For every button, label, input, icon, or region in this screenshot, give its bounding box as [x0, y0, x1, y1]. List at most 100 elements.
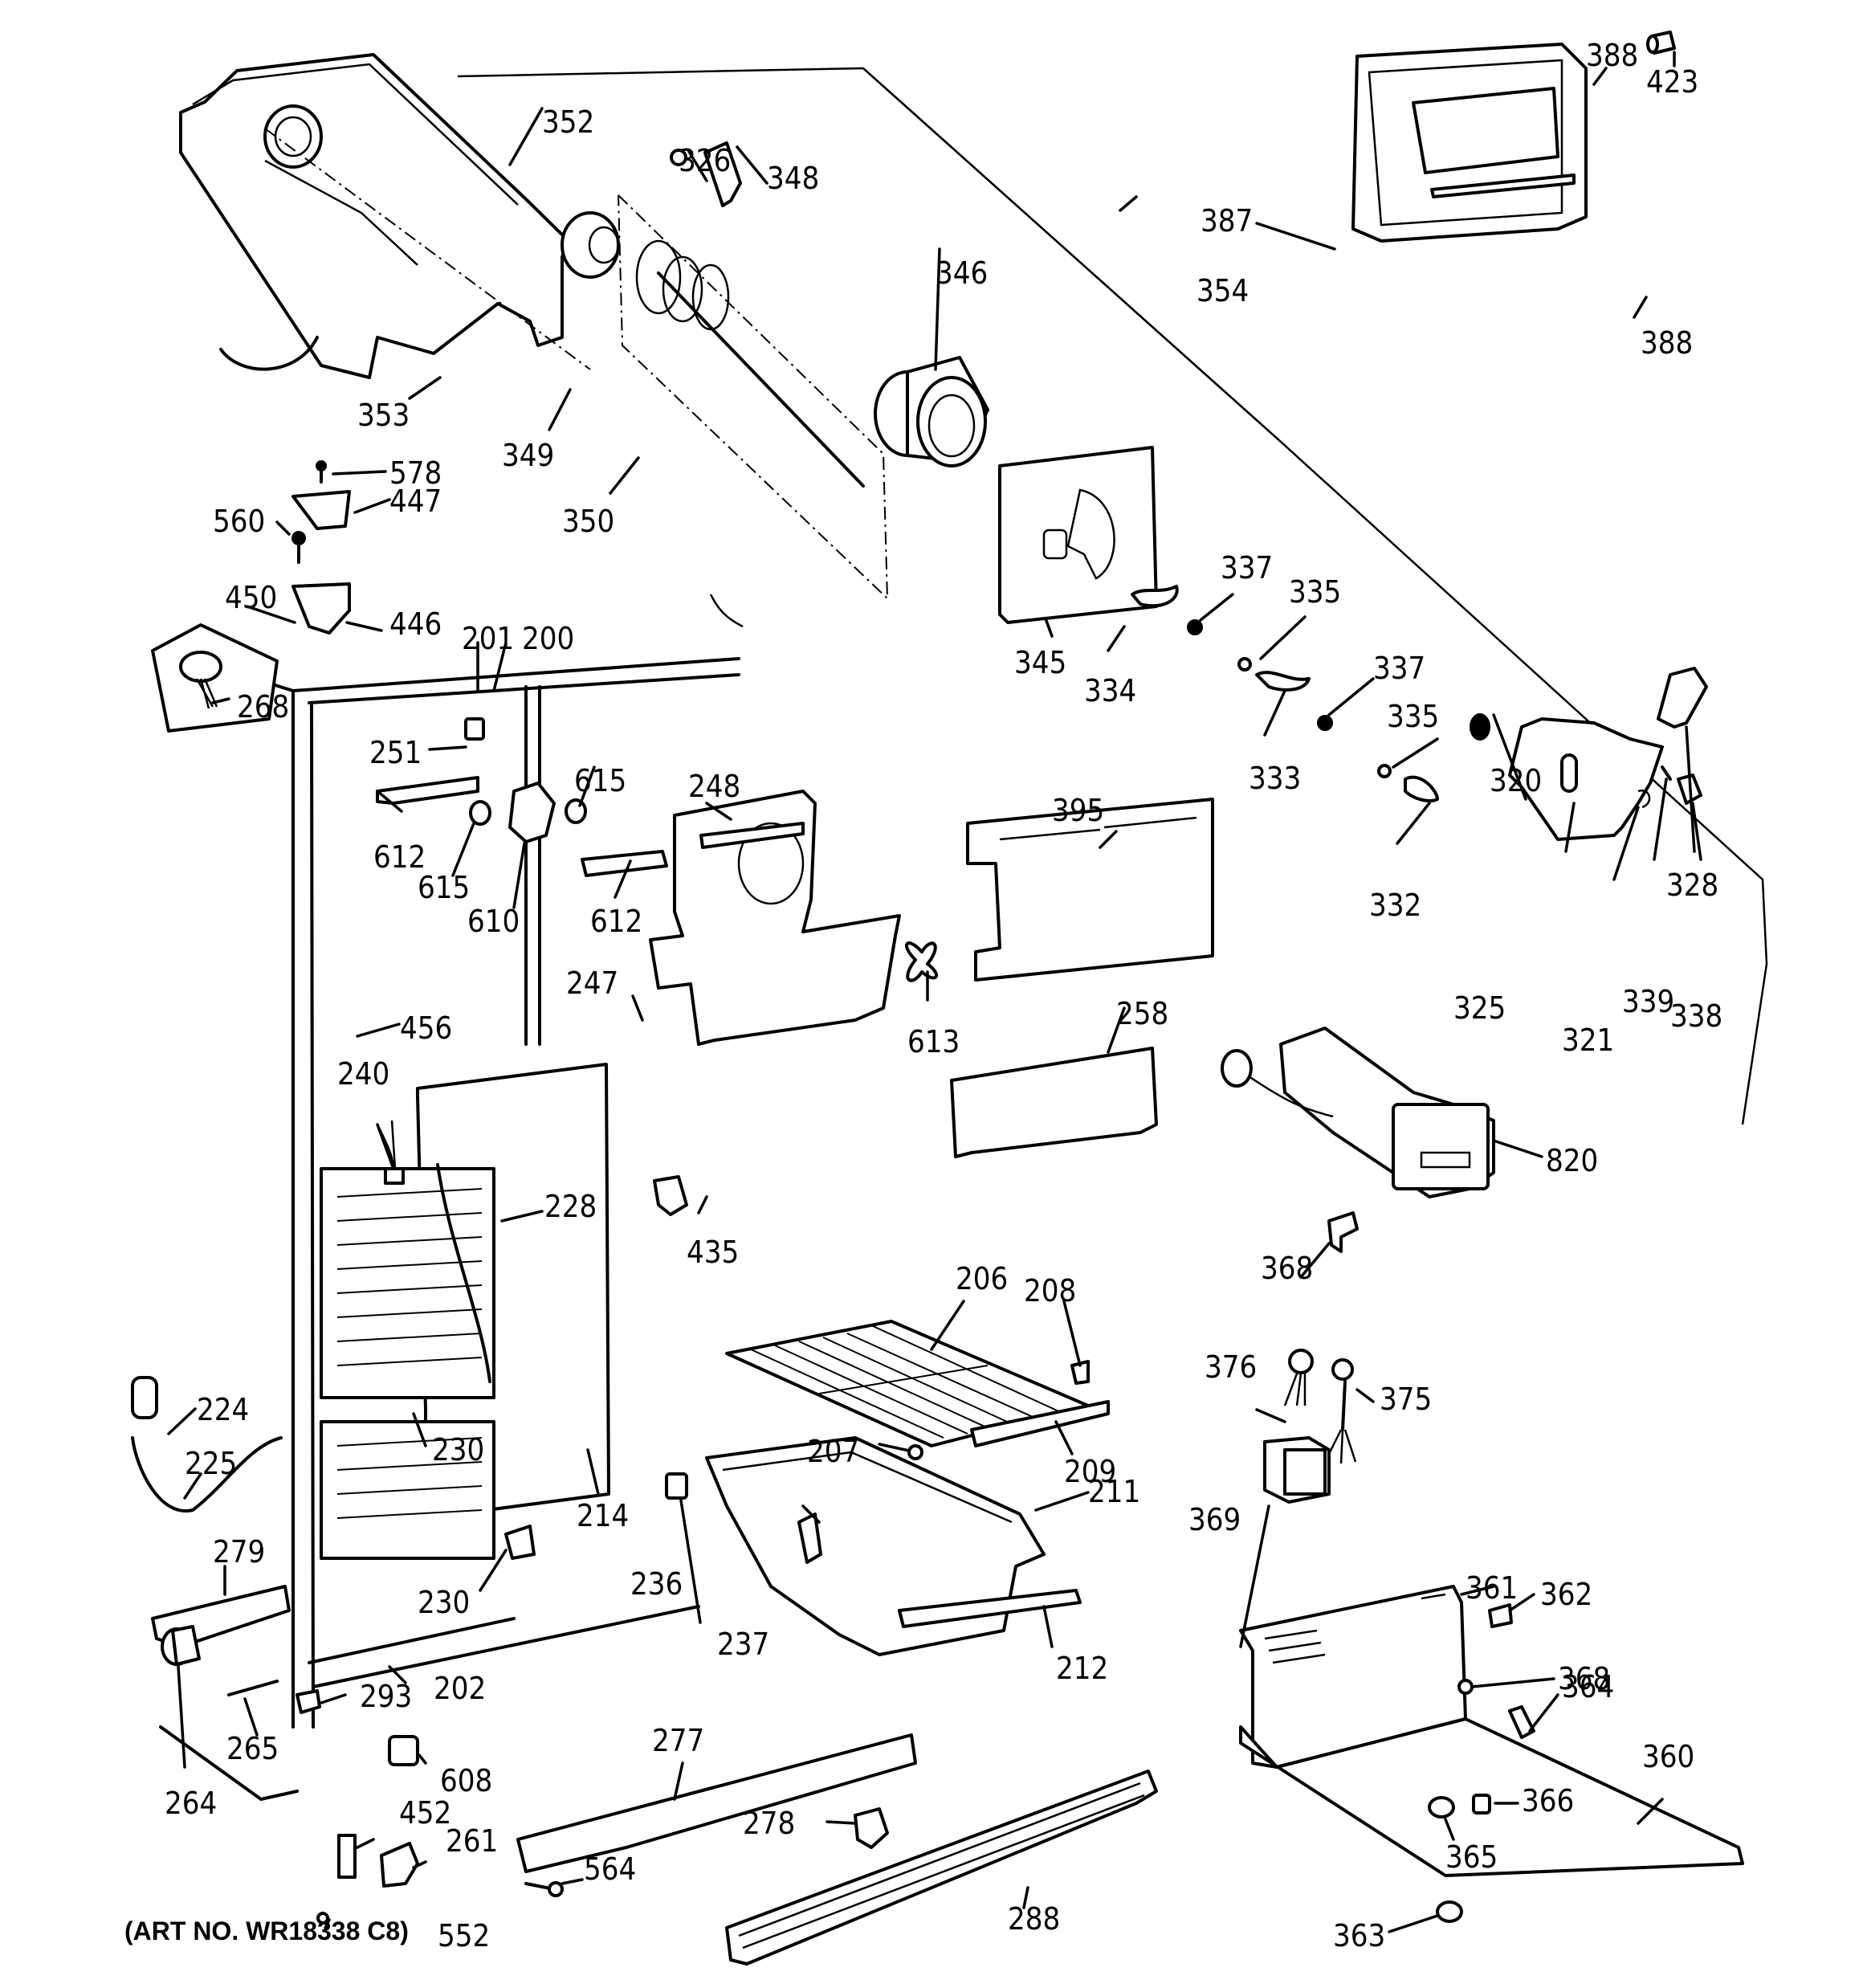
part-452-plate[interactable]: [337, 1834, 357, 1879]
callout-293[interactable]: 293: [360, 1679, 412, 1714]
callout-612-b[interactable]: 612: [590, 904, 642, 939]
callout-268[interactable]: 268: [237, 689, 289, 725]
callout-350[interactable]: 350: [562, 504, 614, 539]
part-211-bin[interactable]: [705, 1436, 1046, 1656]
part-352-ice-bucket[interactable]: [179, 53, 591, 379]
callout-452[interactable]: 452: [399, 1795, 451, 1831]
callout-288[interactable]: 288: [1008, 1901, 1060, 1937]
callout-388-b[interactable]: 388: [1641, 325, 1693, 361]
callout-337-b[interactable]: 337: [1373, 651, 1425, 686]
part-247-fan-shroud[interactable]: [649, 790, 901, 1046]
part-325-motor-housing[interactable]: [1508, 717, 1664, 841]
part-447-cover[interactable]: [291, 490, 351, 530]
callout-230-b[interactable]: 230: [418, 1585, 470, 1620]
callout-335-a[interactable]: 335: [1289, 574, 1341, 610]
callout-228[interactable]: 228: [544, 1189, 597, 1224]
part-350-auger[interactable]: [635, 239, 865, 488]
callout-200[interactable]: 200: [522, 621, 574, 656]
part-365-plug[interactable]: [1428, 1796, 1455, 1819]
callout-247[interactable]: 247: [566, 965, 618, 1001]
part-369-timer[interactable]: [1263, 1436, 1331, 1504]
callout-206[interactable]: 206: [956, 1261, 1008, 1296]
part-207-stud[interactable]: [907, 1444, 923, 1460]
part-334-arm[interactable]: [1131, 585, 1179, 608]
callout-610[interactable]: 610: [467, 904, 520, 939]
callout-224[interactable]: 224: [197, 1392, 249, 1427]
part-435-clip[interactable]: [653, 1175, 688, 1216]
callout-211[interactable]: 211: [1088, 1474, 1140, 1509]
callout-368-b[interactable]: 368: [1558, 1661, 1610, 1696]
part-375-thermostat[interactable]: [1323, 1358, 1357, 1464]
part-364-knob[interactable]: [1508, 1705, 1535, 1739]
callout-264[interactable]: 264: [165, 1786, 217, 1821]
callout-354[interactable]: 354: [1196, 273, 1249, 308]
part-376-lamp-socket[interactable]: [1283, 1349, 1314, 1406]
callout-423[interactable]: 423: [1646, 64, 1698, 100]
part-265-axle[interactable]: [227, 1680, 279, 1696]
callout-335-b[interactable]: 335: [1387, 699, 1439, 734]
part-278-roller-bracket[interactable]: [854, 1807, 889, 1849]
callout-321[interactable]: 321: [1562, 1023, 1614, 1058]
callout-360[interactable]: 360: [1642, 1739, 1694, 1774]
part-248-strip[interactable]: [699, 822, 805, 849]
part-339-pin[interactable]: [1661, 765, 1672, 781]
callout-207[interactable]: 207: [807, 1434, 859, 1469]
part-348-blade[interactable]: [703, 141, 742, 207]
callout-388-a[interactable]: 388: [1586, 38, 1638, 73]
part-608-cam[interactable]: [388, 1735, 419, 1766]
callout-265[interactable]: 265: [226, 1731, 279, 1766]
part-332-arm[interactable]: [1404, 775, 1439, 802]
callout-387[interactable]: 387: [1201, 203, 1253, 239]
callout-230-a[interactable]: 230: [432, 1432, 484, 1468]
part-320-gear[interactable]: [1470, 713, 1490, 741]
callout-248[interactable]: 248: [688, 769, 740, 804]
part-212-trim[interactable]: [898, 1589, 1082, 1628]
callout-225[interactable]: 225: [185, 1446, 237, 1481]
callout-608[interactable]: 608: [440, 1763, 492, 1798]
callout-366[interactable]: 366: [1522, 1783, 1574, 1819]
callout-363[interactable]: 363: [1333, 1918, 1385, 1953]
callout-332[interactable]: 332: [1369, 888, 1421, 923]
part-368-screw-b[interactable]: [1457, 1679, 1474, 1695]
part-277-rail[interactable]: [516, 1733, 917, 1873]
part-610-fan-motor[interactable]: [508, 782, 556, 843]
part-337-spring-b[interactable]: [1317, 715, 1333, 731]
callout-320[interactable]: 320: [1490, 763, 1542, 798]
part-450-bracket[interactable]: [291, 582, 351, 635]
part-208-bracket[interactable]: [1070, 1360, 1090, 1385]
part-224-spring[interactable]: [131, 1376, 158, 1419]
callout-612-a[interactable]: 612: [373, 839, 426, 875]
part-362-bracket[interactable]: [1488, 1603, 1513, 1628]
part-268-lamp-socket[interactable]: [151, 623, 279, 733]
part-335-washer-b[interactable]: [1377, 764, 1392, 778]
callout-212[interactable]: 212: [1056, 1651, 1108, 1686]
part-335-washer-a[interactable]: [1237, 657, 1252, 672]
callout-447[interactable]: 447: [389, 484, 442, 519]
part-388-strip[interactable]: [1430, 173, 1576, 198]
callout-578[interactable]: 578: [389, 455, 442, 491]
callout-450[interactable]: 450: [225, 580, 277, 615]
callout-325[interactable]: 325: [1453, 990, 1506, 1026]
callout-613[interactable]: 613: [907, 1024, 960, 1059]
callout-209[interactable]: 209: [1064, 1454, 1116, 1489]
callout-278[interactable]: 278: [743, 1806, 795, 1841]
part-366-clip[interactable]: [1472, 1794, 1491, 1815]
part-230-bracket-b[interactable]: [504, 1525, 536, 1560]
part-293-clip[interactable]: [296, 1689, 321, 1714]
part-264-roller[interactable]: [161, 1625, 201, 1666]
callout-251[interactable]: 251: [369, 735, 422, 770]
callout-337-a[interactable]: 337: [1221, 550, 1273, 586]
part-251-switch[interactable]: [464, 717, 485, 741]
callout-237[interactable]: 237: [717, 1627, 769, 1662]
callout-326[interactable]: 326: [679, 143, 731, 178]
part-346-drum[interactable]: [874, 356, 989, 467]
callout-564[interactable]: 564: [584, 1851, 636, 1887]
callout-375[interactable]: 375: [1380, 1382, 1432, 1417]
part-209-trim[interactable]: [970, 1400, 1110, 1447]
callout-352[interactable]: 352: [542, 104, 594, 140]
callout-346[interactable]: 346: [936, 255, 988, 291]
callout-552[interactable]: 552: [438, 1918, 490, 1953]
part-560-screw[interactable]: [291, 531, 306, 564]
callout-395[interactable]: 395: [1052, 793, 1104, 828]
callout-339[interactable]: 339: [1622, 984, 1674, 1019]
